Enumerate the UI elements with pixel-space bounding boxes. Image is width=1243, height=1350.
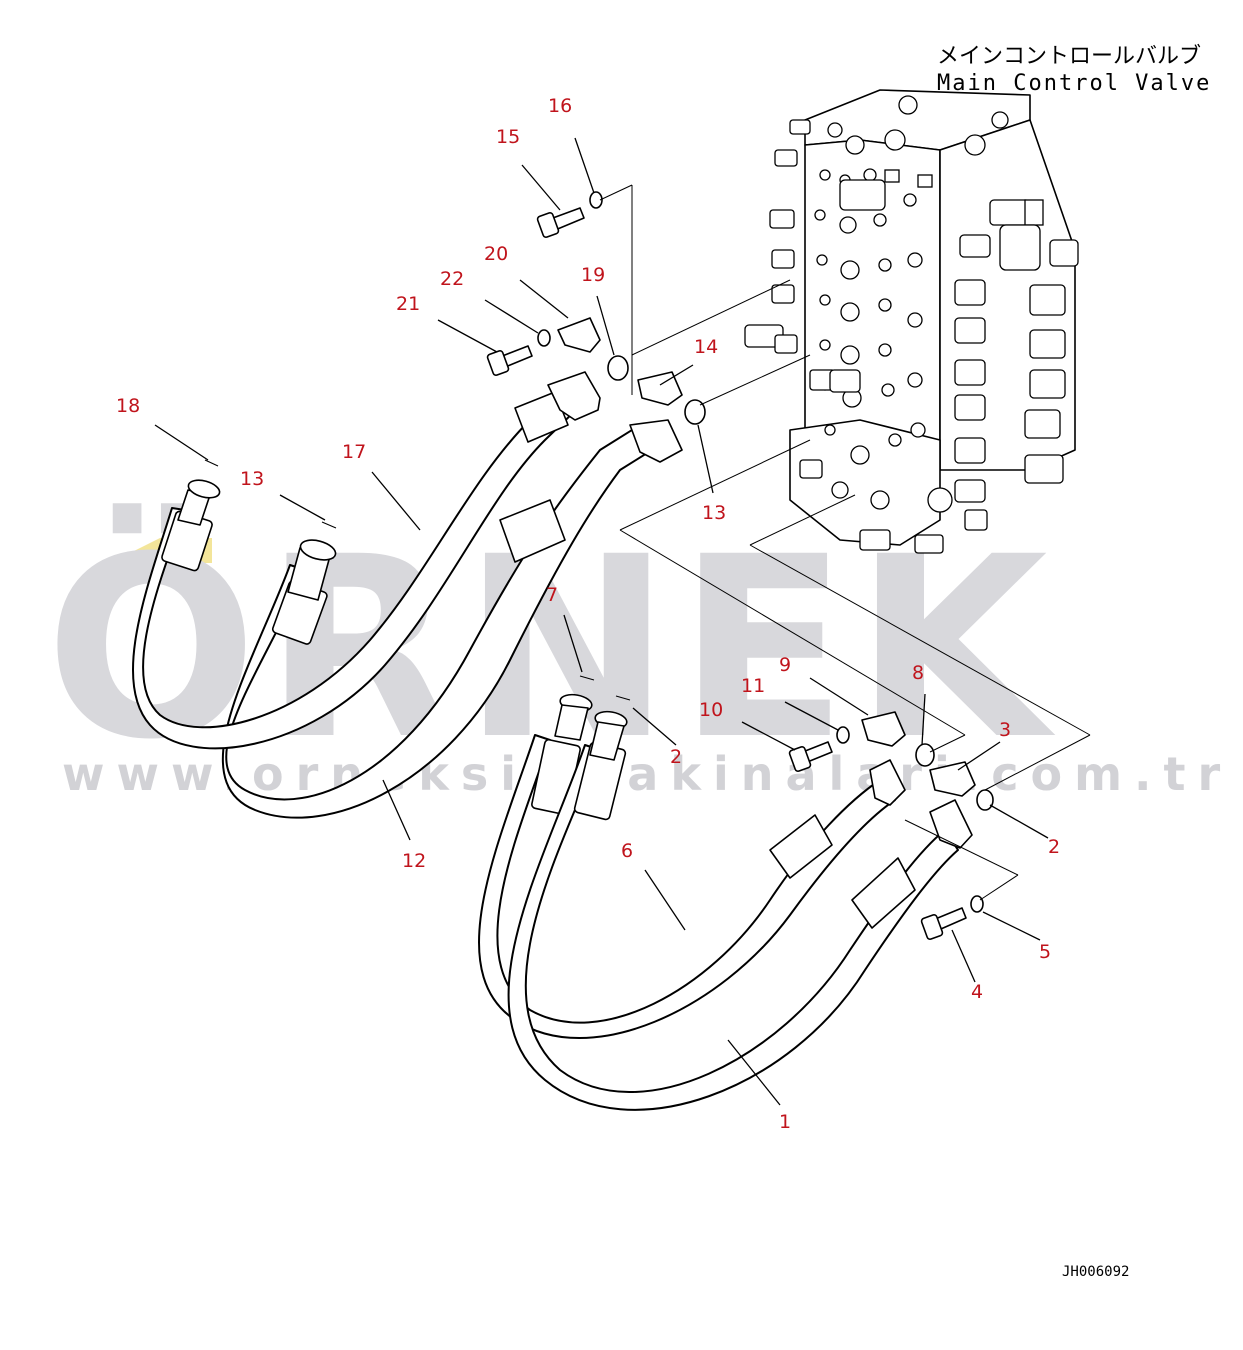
callout-15: 15 <box>496 126 520 148</box>
callout-3: 3 <box>999 719 1011 741</box>
callout-20: 20 <box>484 243 508 265</box>
title-japanese: メインコントロールバルブ <box>937 44 1201 69</box>
callouts: 16 15 20 19 22 21 14 18 17 13 13 7 9 8 1… <box>116 95 1060 1133</box>
callout-7: 7 <box>546 584 558 606</box>
callout-6: 6 <box>621 840 633 862</box>
callout-22: 22 <box>440 268 464 290</box>
callout-17: 17 <box>342 441 366 463</box>
main-control-valve <box>744 89 1079 554</box>
hose-17 <box>131 371 601 750</box>
callout-21: 21 <box>396 293 420 315</box>
callout-2b: 2 <box>1048 836 1060 858</box>
guide-lines <box>599 184 1091 901</box>
callout-8: 8 <box>912 662 924 684</box>
callout-18: 18 <box>116 395 140 417</box>
callout-13b: 13 <box>702 502 726 524</box>
callout-2a: 2 <box>670 746 682 768</box>
callout-13a: 13 <box>240 468 264 490</box>
callout-12: 12 <box>402 850 426 872</box>
callout-5: 5 <box>1039 941 1051 963</box>
callout-1: 1 <box>779 1111 791 1133</box>
callout-19: 19 <box>581 264 605 286</box>
leader-lines <box>154 137 1049 1106</box>
hose-1 <box>507 710 973 1111</box>
callout-4: 4 <box>971 981 983 1003</box>
watermark-url: www.orneksismakinalari.com.tr <box>62 747 1232 801</box>
drawing-code: JH006092 <box>1062 1264 1129 1280</box>
callout-16: 16 <box>548 95 572 117</box>
hose-12 <box>221 419 683 819</box>
callout-9: 9 <box>779 654 791 676</box>
hardware <box>204 191 994 941</box>
callout-10: 10 <box>699 699 723 721</box>
title-english: Main Control Valve <box>937 71 1211 96</box>
callout-11: 11 <box>741 675 765 697</box>
callout-14: 14 <box>694 336 718 358</box>
